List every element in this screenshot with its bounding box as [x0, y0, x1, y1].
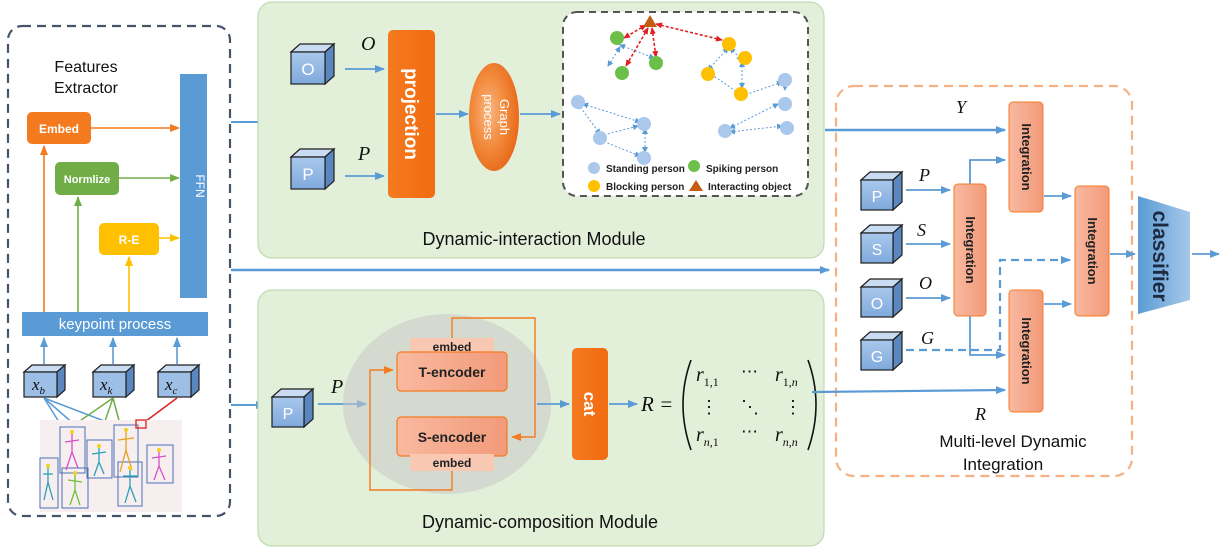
classifier-label: classifier [1148, 210, 1171, 301]
integration-block-4 [1008, 289, 1044, 413]
xb-cube: xb [22, 363, 67, 399]
svg-text:xb: xb [31, 375, 46, 397]
encoder-loop-top [451, 317, 536, 441]
interaction-p-label: P [357, 143, 370, 165]
integration-g-cube: G [859, 330, 904, 372]
integration-block-2 [1008, 101, 1044, 213]
projection-block [388, 30, 435, 198]
embed-top-label: embed [433, 340, 472, 354]
composition-p-label: P [330, 376, 343, 398]
normlize-label: Normlize [64, 174, 110, 186]
cat-label: cat [580, 392, 599, 417]
integration-block-4-label: Integration [1019, 317, 1034, 384]
svg-text:⋱: ⋱ [741, 397, 759, 417]
embed-label: Embed [39, 122, 79, 136]
graph-process-label-line1: Graph [497, 99, 512, 135]
composition-p-cube: P [270, 387, 315, 429]
svg-text:xc: xc [164, 375, 178, 397]
scene-graph-nodes [571, 15, 794, 165]
t-encoder-label: T-encoder [419, 364, 486, 380]
int-g-label: G [921, 328, 934, 348]
classifier-block: classifier [1138, 196, 1190, 314]
scene-graph-interaction-edges [623, 22, 723, 67]
svg-text:⋮: ⋮ [784, 397, 802, 417]
skeleton-image [39, 419, 182, 512]
svg-text:O: O [301, 60, 314, 79]
xc-cube: xc [156, 363, 201, 399]
keypoint-process-label: keypoint process [59, 316, 172, 333]
interaction-o-cube: O [289, 42, 336, 86]
features-extractor-title-line2: Extractor [54, 80, 119, 97]
integration-o-cube: O [859, 277, 904, 319]
r-matrix: R = r1,1 ⋯ r1,n ⋮ ⋱ ⋮ rn,1 ⋯ rn,n [640, 359, 817, 451]
features-extractor-panel: Features Extractor FFN Embed Normlize R-… [6, 24, 232, 518]
svg-text:xk: xk [99, 375, 114, 397]
svg-text:⋯: ⋯ [741, 362, 758, 381]
legend-spiking: Spiking person [706, 164, 778, 175]
keypoint-process-block [22, 312, 208, 336]
y-label: Y [956, 97, 968, 117]
int1-to-int2-arrow [969, 156, 1006, 184]
int1-to-int4-arrow [969, 316, 1006, 359]
int-o-label: O [919, 273, 932, 293]
graph-process-label-line2: process [481, 94, 496, 140]
integration-p-cube: P [859, 170, 904, 212]
re-label: R-E [119, 233, 140, 247]
composition-to-integration-r-arrow [811, 386, 1006, 395]
r-equals: R = [640, 392, 673, 416]
embed-block [27, 112, 91, 144]
interaction-module-panel: Dynamic-interaction Module O O P P proje… [257, 1, 825, 259]
xk-cube: xk [91, 363, 136, 399]
interaction-p-cube: P [289, 147, 336, 191]
integration-title-line1: Multi-level Dynamic [939, 432, 1087, 451]
composition-module-panel: Dynamic-composition Module P P embed T-e… [257, 289, 825, 547]
embed-bottom-block [410, 454, 494, 471]
int-p-label: P [918, 165, 930, 185]
g-dashed-route [906, 256, 1071, 352]
integration-block-2-label: Integration [1019, 123, 1034, 190]
graph-process-block [469, 63, 519, 171]
svg-text:S: S [872, 242, 883, 259]
int-s-label: S [917, 220, 926, 240]
r-label: R [974, 404, 986, 424]
svg-text:O: O [871, 296, 883, 313]
normlize-block [55, 162, 119, 195]
integration-title-line2: Integration [963, 455, 1043, 474]
m11: 1,1 [704, 375, 719, 389]
t-encoder-block [396, 351, 508, 392]
scene-graph-legend: Standing person Spiking person Blocking … [588, 160, 792, 193]
re-block [99, 223, 159, 255]
svg-text:P: P [302, 165, 313, 184]
legend-blocking: Blocking person [606, 182, 684, 193]
interaction-o-label: O [361, 33, 375, 55]
ffn-block [180, 74, 207, 298]
s-encoder-label: S-encoder [418, 429, 487, 445]
integration-block-3 [1074, 185, 1110, 317]
svg-text:G: G [871, 349, 883, 366]
projection-label: projection [400, 68, 421, 160]
svg-text:P: P [872, 189, 883, 206]
integration-block-1-label: Integration [963, 216, 978, 283]
cat-block [572, 348, 608, 460]
legend-interacting: Interacting object [708, 182, 792, 193]
svg-text:⋯: ⋯ [741, 422, 758, 441]
ffn-label: FFN [193, 174, 207, 197]
embed-bottom-label: embed [433, 456, 472, 470]
encoder-loop-bottom [369, 366, 453, 491]
svg-text:⋮: ⋮ [700, 397, 718, 417]
legend-standing: Standing person [606, 164, 685, 175]
integration-panel: Multi-level Dynamic Integration Y R P S … [811, 84, 1136, 478]
interaction-module-title: Dynamic-interaction Module [422, 229, 645, 249]
features-extractor-title-line1: Features [54, 59, 117, 76]
composition-module-title: Dynamic-composition Module [422, 512, 658, 532]
integration-s-cube: S [859, 223, 904, 265]
svg-text:P: P [283, 406, 294, 423]
integration-block-3-label: Integration [1085, 217, 1100, 284]
